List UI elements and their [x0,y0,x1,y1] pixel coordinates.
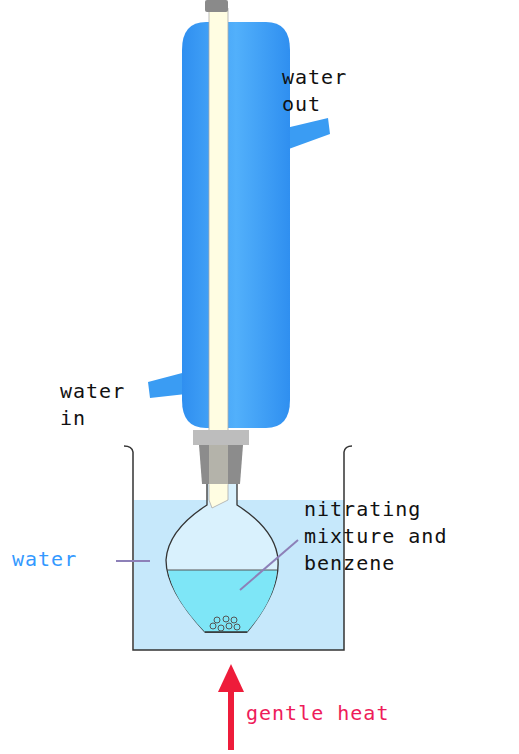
condenser-jacket [182,22,290,428]
part-label: water out [282,64,382,118]
water-outlet [286,118,330,150]
joint [193,430,249,445]
heat-arrow [228,690,234,750]
conical-flask [166,482,278,632]
top-opening [205,0,228,12]
reaction-mixture [168,570,277,632]
leader-line [240,540,298,590]
leader-line [116,560,150,562]
part-label: water in [60,378,160,432]
part-label: nitrating mixture and benzene [304,496,484,577]
heat-arrowhead [218,664,244,692]
stopper [199,445,243,484]
part-label: water [12,546,112,573]
heat-label: gentle heat [246,700,446,727]
bubbles [210,616,240,631]
water-inlet [148,372,186,398]
